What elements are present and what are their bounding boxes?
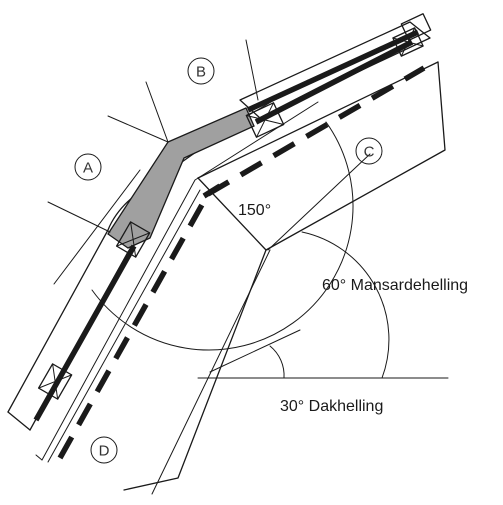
- fixing-brackets: [37, 27, 424, 400]
- part-label-d: D: [90, 436, 118, 464]
- bracket-middle: [115, 221, 151, 258]
- roof-slope-label: 30° Dakhelling: [280, 398, 383, 415]
- part-label-a: A: [74, 153, 102, 181]
- highlighted-flashing: [107, 107, 255, 249]
- part-label-c: C: [355, 137, 383, 165]
- angle-arcs: [91, 121, 390, 379]
- angle-labels: 150° 60° Mansardehelling 30° Dakhelling: [238, 202, 468, 415]
- angle-150-label: 150°: [238, 202, 271, 219]
- part-a-text: A: [83, 160, 93, 177]
- part-b-text: B: [196, 64, 206, 81]
- bracket-lower: [37, 363, 73, 400]
- bracket-upper: [245, 102, 285, 138]
- construction-lines: [47, 39, 449, 495]
- structural-members: [33, 39, 426, 460]
- part-label-b: B: [187, 57, 215, 85]
- part-c-text: C: [364, 144, 375, 161]
- bracket-ridge: [392, 27, 424, 57]
- top-ridge: [239, 13, 432, 119]
- part-d-text: D: [99, 443, 110, 460]
- mansard-slope-label: 60° Mansardehelling: [322, 277, 468, 294]
- mansard-panel-outlines: [7, 79, 319, 461]
